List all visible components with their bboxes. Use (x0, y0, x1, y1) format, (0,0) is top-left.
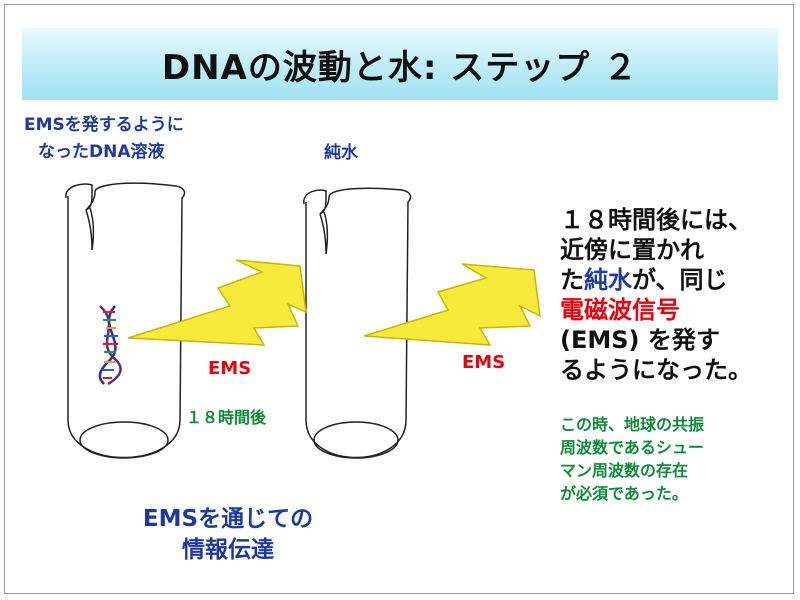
main-text-line-1: １８時間後には、 (560, 206, 752, 234)
left-tube-label: EMSを発するように なったDNA溶液 (24, 112, 184, 166)
note-text: この時、地球の共振 周波数であるシュー マン周波数の存在 が必須であった。 (560, 413, 704, 505)
lightning-bolt-left-icon (127, 259, 307, 346)
note-text-line-1: この時、地球の共振 (560, 415, 705, 434)
lightning-bolt-right-icon (363, 263, 541, 346)
time-label: １８時間後 (186, 408, 267, 427)
right-tube-label: 純水 (324, 143, 358, 163)
note-text-line-2: 周波数であるシュー (560, 438, 704, 457)
note-text-line-4: が必須であった。 (560, 484, 688, 503)
right-test-tube (303, 187, 412, 459)
bottom-caption-line-1: EMSを通じての (142, 506, 314, 532)
ems-label-right: EMS (462, 352, 506, 373)
ems-label-left: EMS (208, 358, 252, 379)
main-text-line-3: た純水が、同じ (560, 266, 728, 294)
main-text-line-4: 電磁波信号 (560, 296, 680, 324)
main-explanation: １８時間後には、 近傍に置かれ た純水が、同じ 電磁波信号 (EMS) を発す … (560, 205, 752, 385)
main-text-line-6: るようになった。 (560, 356, 752, 384)
left-tube-label-line-1: EMSを発するように (24, 115, 184, 135)
main-text-line-2: 近傍に置かれ (560, 236, 704, 264)
pure-water-highlight: 純水 (584, 266, 632, 294)
main-text-line-5: (EMS) を発す (560, 326, 720, 354)
slide-title: DNAの波動と水: ステップ ２ (161, 47, 639, 88)
dna-helix-icon (98, 305, 122, 386)
note-text-line-3: マン周波数の存在 (560, 461, 689, 480)
slide-frame (4, 4, 794, 594)
left-test-tube (65, 182, 186, 459)
title-bar: DNAの波動と水: ステップ ２ (22, 28, 778, 100)
bottom-caption: EMSを通じての 情報伝達 (128, 504, 328, 566)
left-tube-label-line-2: なったDNA溶液 (38, 142, 165, 162)
bottom-caption-line-2: 情報伝達 (182, 537, 274, 563)
